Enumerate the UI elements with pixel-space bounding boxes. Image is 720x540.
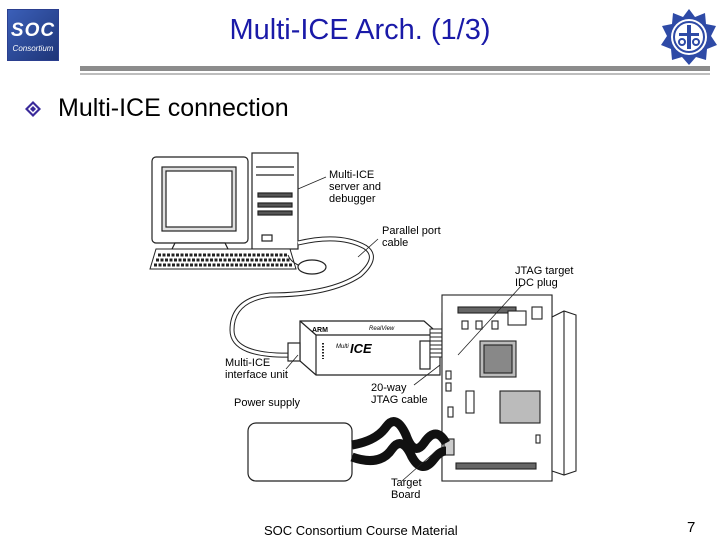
label-interface-unit: Multi-ICE interface unit [225, 357, 288, 381]
power-cable [351, 417, 450, 453]
label-jtag-idc-plug: JTAG target IDC plug [515, 265, 574, 289]
target-board [441, 294, 553, 482]
university-emblem-icon [661, 9, 717, 65]
mouse [297, 259, 327, 275]
footer-text: SOC Consortium Course Material [264, 523, 458, 538]
multi-ice-connection-diagram: ARM RealView Multi ICE [149, 152, 577, 482]
monitor [151, 156, 249, 254]
label-server-debugger: Multi-ICE server and debugger [329, 169, 381, 205]
arm-text: ARM [312, 327, 328, 334]
logo-big-text: SOC [10, 20, 56, 41]
keyboard [149, 248, 297, 270]
page-title: Multi-ICE Arch. (1/3) [229, 14, 491, 46]
bullet-text: Multi-ICE connection [58, 94, 289, 122]
logo-small-text: Consortium [12, 44, 54, 53]
diamond-bullet-icon [25, 101, 41, 117]
power-supply [247, 422, 353, 482]
pc-tower [251, 152, 299, 250]
label-jtag-cable: 20-way JTAG cable [371, 382, 428, 406]
soc-consortium-logo: SOC Consortium [7, 9, 59, 61]
title-divider [80, 66, 710, 71]
page-number: 7 [687, 519, 696, 536]
label-parallel-port-cable: Parallel port cable [382, 225, 441, 249]
multi-text: Multi [336, 344, 349, 350]
title-divider-shadow [80, 73, 710, 75]
edge-connector [551, 310, 577, 476]
realview-text: RealView [369, 326, 395, 332]
ice-text: ICE [350, 341, 372, 356]
label-power-supply: Power supply [234, 397, 301, 409]
label-target-board: Target Board [391, 477, 422, 501]
